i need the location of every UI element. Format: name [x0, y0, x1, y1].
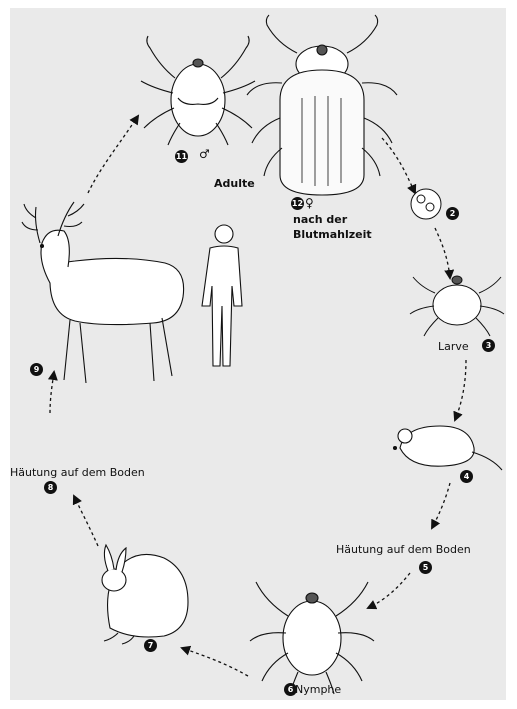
- label-haeutung-left: Häutung auf dem Boden: [10, 466, 145, 479]
- step-number-11: 11: [175, 150, 188, 163]
- female-symbol: ♀: [305, 197, 314, 210]
- step-number-2: 2: [446, 207, 459, 220]
- arrow-molt-to-deer: [50, 372, 54, 413]
- label-blutmahlzeit: Blutmahlzeit: [293, 228, 372, 241]
- step-number-3: 3: [482, 339, 495, 352]
- adult-tick-small: [141, 36, 255, 145]
- deer: [22, 202, 184, 383]
- mouse: [394, 426, 503, 470]
- label-nymphe: Nymphe: [295, 683, 341, 696]
- label-larve: Larve: [438, 340, 469, 353]
- step-number-12: 12: [291, 197, 304, 210]
- step-number-5: 5: [419, 561, 432, 574]
- lifecycle-diagram: Adulte nach der Blutmahlzeit Larve Häutu…: [10, 8, 506, 700]
- lifecycle-drawing: [10, 8, 506, 700]
- step-number-6: 6: [284, 683, 297, 696]
- arrow-adult-to-egg: [382, 138, 415, 193]
- hare: [102, 545, 188, 644]
- arrow-larva-to-mouse: [455, 360, 466, 420]
- larva-tick: [410, 276, 504, 336]
- label-adulte: Adulte: [214, 177, 255, 190]
- adult-tick-engorged: [247, 15, 397, 195]
- label-haeutung-right: Häutung auf dem Boden: [336, 543, 471, 556]
- step-number-7: 7: [144, 639, 157, 652]
- step-number-8: 8: [44, 481, 57, 494]
- male-symbol: ♂: [199, 148, 210, 161]
- label-nach-der: nach der: [293, 213, 347, 226]
- step-number-4: 4: [460, 470, 473, 483]
- arrow-mouse-to-molt: [432, 483, 450, 528]
- arrow-egg-to-larva: [435, 228, 450, 278]
- egg-cluster: [411, 189, 441, 219]
- arrow-molt-to-nymph: [368, 573, 410, 608]
- arrow-hare-to-molt: [74, 496, 98, 546]
- arrow-nymph-to-hare: [182, 648, 248, 676]
- arrow-deer-to-adult: [88, 116, 138, 193]
- step-number-9: 9: [30, 363, 43, 376]
- nymph-tick: [250, 582, 374, 694]
- human: [202, 225, 242, 366]
